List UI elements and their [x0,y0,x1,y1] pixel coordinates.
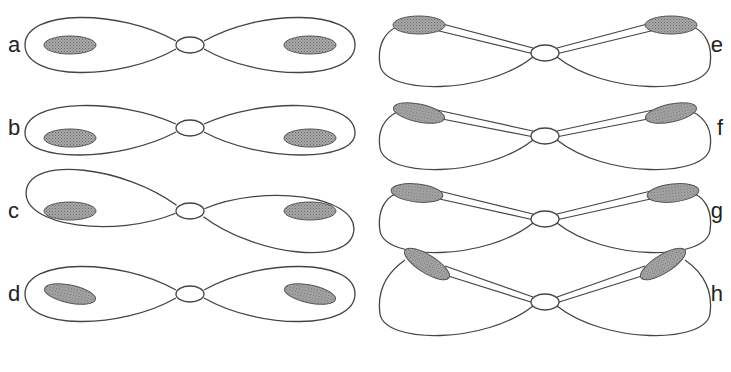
panel-letter: b [8,117,20,139]
panel-figure [25,266,355,321]
panel-letter: f [717,117,723,139]
panel-figure [379,16,710,87]
panel-letter: c [8,200,19,222]
panel-figure [379,181,710,252]
panel-letter: h [711,283,723,305]
panel-figure [25,17,355,72]
panel-figure [25,106,355,156]
panel-letter: d [8,283,20,305]
panel-letter: a [8,34,20,56]
panel-figure [23,164,357,259]
panel-figure [379,243,710,336]
panel-letter: g [711,200,723,222]
panel-letter: e [711,34,723,56]
panel-figure [379,99,710,170]
